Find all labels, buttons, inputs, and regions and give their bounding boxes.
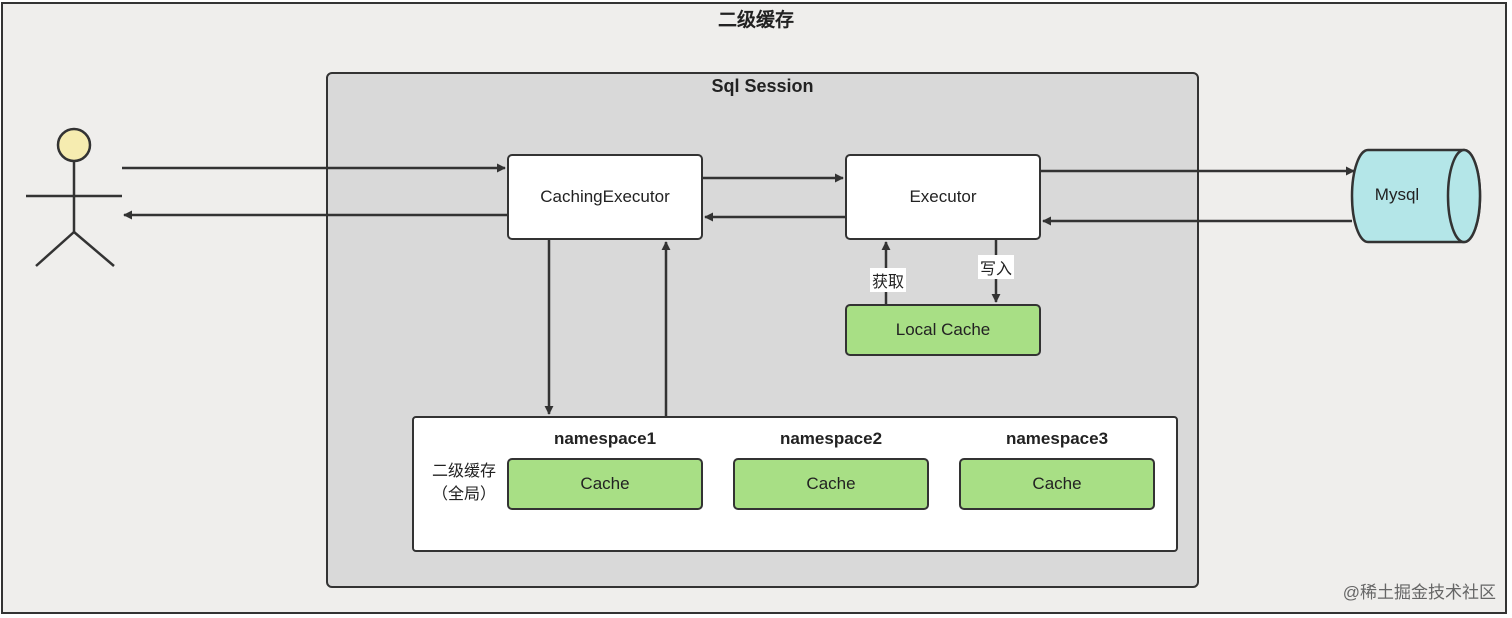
namespace1-cache-label: Cache: [580, 474, 630, 493]
mysql-label: Mysql: [1374, 185, 1420, 204]
local-cache-label: Local Cache: [895, 320, 991, 339]
namespace1-title: namespace1: [553, 429, 657, 448]
write-edge-label: 写入: [978, 255, 1015, 279]
executor-node: Executor: [845, 154, 1041, 240]
caching-executor-label: CachingExecutor: [540, 187, 670, 206]
cylinder-database-icon: [1350, 148, 1482, 244]
get-edge-label: 获取: [870, 268, 907, 292]
namespace3-cache-label: Cache: [1032, 474, 1082, 493]
local-cache-node: Local Cache: [845, 304, 1041, 356]
namespace3-cache-node: Cache: [959, 458, 1155, 510]
namespace2-title: namespace2: [779, 429, 883, 448]
second-level-cache-label-line1: 二级缓存: [431, 463, 496, 480]
sql-session-title: Sql Session: [711, 76, 814, 96]
namespace3-title: namespace3: [1005, 429, 1109, 448]
namespace2-cache-node: Cache: [733, 458, 929, 510]
executor-label: Executor: [909, 187, 977, 206]
stick-figure-user-icon: [26, 127, 122, 267]
second-level-cache-label-line2: （全局）: [431, 486, 496, 503]
namespace2-cache-label: Cache: [806, 474, 856, 493]
second-level-cache-label: 二级缓存 （全局）: [422, 460, 506, 506]
watermark: @稀土掘金技术社区: [1342, 583, 1496, 602]
caching-executor-node: CachingExecutor: [507, 154, 703, 240]
diagram-title: 二级缓存: [717, 10, 794, 31]
namespace1-cache-node: Cache: [507, 458, 703, 510]
